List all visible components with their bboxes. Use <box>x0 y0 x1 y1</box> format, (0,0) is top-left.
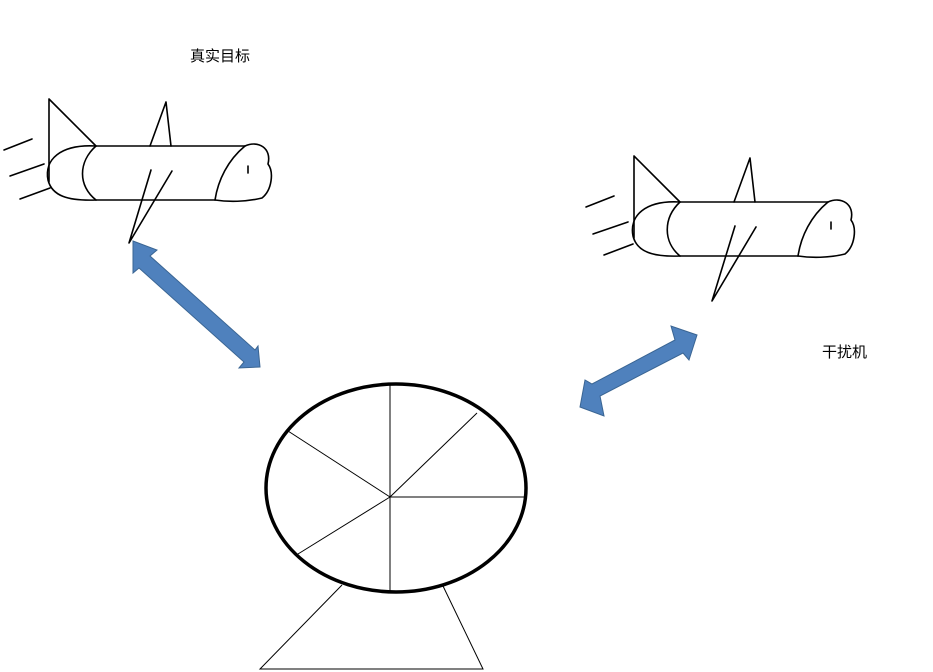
real-target-label: 真实目标 <box>190 47 251 65</box>
real-target-aircraft-icon <box>3 98 273 244</box>
double-arrow-icon <box>132 240 261 369</box>
double-arrow-icon <box>579 325 698 417</box>
jammer-aircraft-icon <box>585 155 856 302</box>
radar-dish-icon <box>258 382 528 670</box>
jammer-label: 干扰机 <box>822 343 868 361</box>
